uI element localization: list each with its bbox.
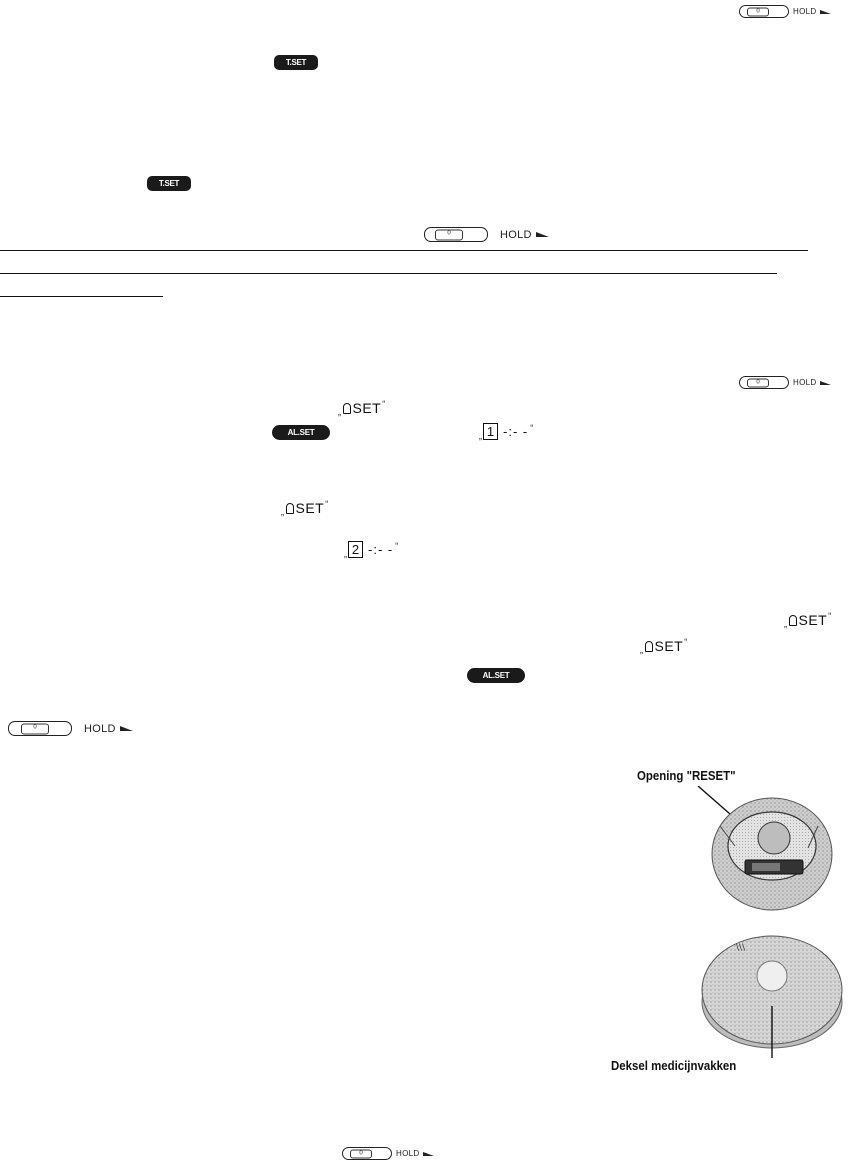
alarm-display-1: „1-:- -“	[479, 422, 534, 441]
hold-switch-icon: 0 HOLD	[739, 376, 832, 389]
switch-body: 0	[739, 376, 789, 389]
underline	[0, 250, 808, 251]
hold-switch-icon: 0 HOLD	[739, 5, 832, 18]
switch-body: 0	[739, 5, 789, 18]
alarm-set-indicator: „SET“	[338, 399, 386, 417]
hold-label: HOLD	[793, 7, 817, 16]
hold-switch-icon: 0 HOLD	[424, 227, 549, 242]
dispenser-lid-image: \\\	[701, 935, 843, 1058]
switch-body: 0	[8, 721, 72, 736]
arrow-triangle-icon	[423, 1151, 435, 1156]
hold-label: HOLD	[396, 1149, 420, 1158]
underline	[0, 273, 777, 274]
alarm-display-2: „2-:- -“	[344, 540, 399, 559]
arrow-triangle-icon	[535, 232, 549, 237]
alarm-set-indicator: „SET“	[281, 499, 329, 517]
hold-label: HOLD	[793, 378, 817, 387]
alarm-number-box: 1	[483, 423, 498, 440]
figure-caption-reset: Opening "RESET"	[637, 768, 736, 783]
alarm-set-indicator: „SET“	[640, 637, 688, 655]
arrow-triangle-icon	[820, 380, 832, 385]
alarm-number-box: 2	[348, 541, 363, 558]
alarm-set-indicator: „SET“	[784, 611, 832, 629]
bell-icon	[342, 402, 351, 414]
dispenser-open-image	[697, 786, 833, 911]
bell-icon	[285, 502, 294, 514]
bell-icon	[788, 614, 797, 626]
hold-label: HOLD	[84, 722, 116, 735]
bell-icon	[644, 640, 653, 652]
alset-key-icon: AL.SET	[272, 425, 330, 440]
switch-body: 0	[424, 227, 488, 242]
underline	[0, 296, 163, 297]
tset-key-icon: T.SET	[274, 55, 318, 70]
alset-key-icon: AL.SET	[467, 668, 525, 683]
arrow-triangle-icon	[820, 9, 832, 14]
figure-caption-lid: Deksel medicijnvakken	[611, 1058, 737, 1073]
svg-text:\\\: \\\	[736, 943, 746, 953]
hold-switch-icon: 0 HOLD	[8, 721, 133, 736]
tset-key-icon: T.SET	[147, 176, 191, 191]
hold-label: HOLD	[500, 228, 532, 241]
switch-body: 0	[342, 1147, 392, 1160]
hold-switch-icon: 0 HOLD	[342, 1147, 435, 1160]
arrow-triangle-icon	[119, 726, 133, 731]
